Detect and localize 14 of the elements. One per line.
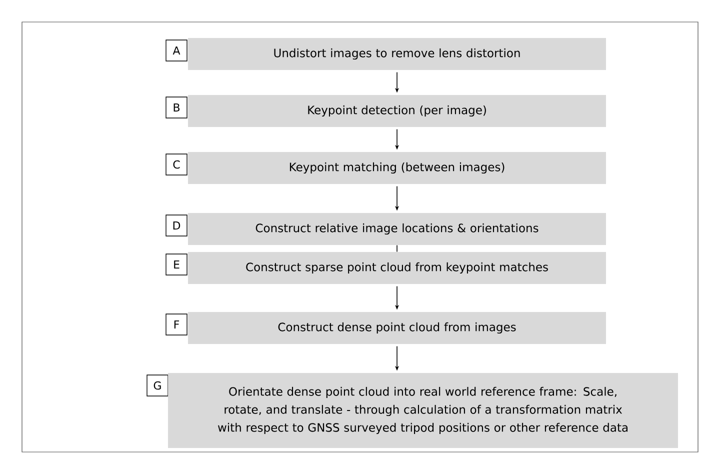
letter-box: A	[166, 40, 188, 62]
process-box: Keypoint matching (between images)	[188, 152, 606, 184]
letter-box: F	[166, 314, 188, 336]
process-box: Construct sparse point cloud from keypoint matches	[188, 252, 606, 284]
process-box: Undistort images to remove lens distortion	[188, 38, 606, 70]
letter-box: D	[166, 214, 188, 236]
process-box: Construct relative image locations & orientations	[188, 213, 606, 245]
letter-box: G	[146, 374, 168, 396]
letter-box: B	[166, 96, 188, 118]
letter-box: C	[166, 154, 188, 176]
process-box: Orientate dense point cloud into real world reference frame: Scale, rotate, and translate - through calculation of a transformation matrix with respect to GNSS surveyed tripod positions or other reference data	[168, 373, 678, 448]
letter-box: E	[166, 254, 188, 276]
process-box: Construct dense point cloud from images	[188, 312, 606, 344]
process-box: Keypoint detection (per image)	[188, 95, 606, 127]
